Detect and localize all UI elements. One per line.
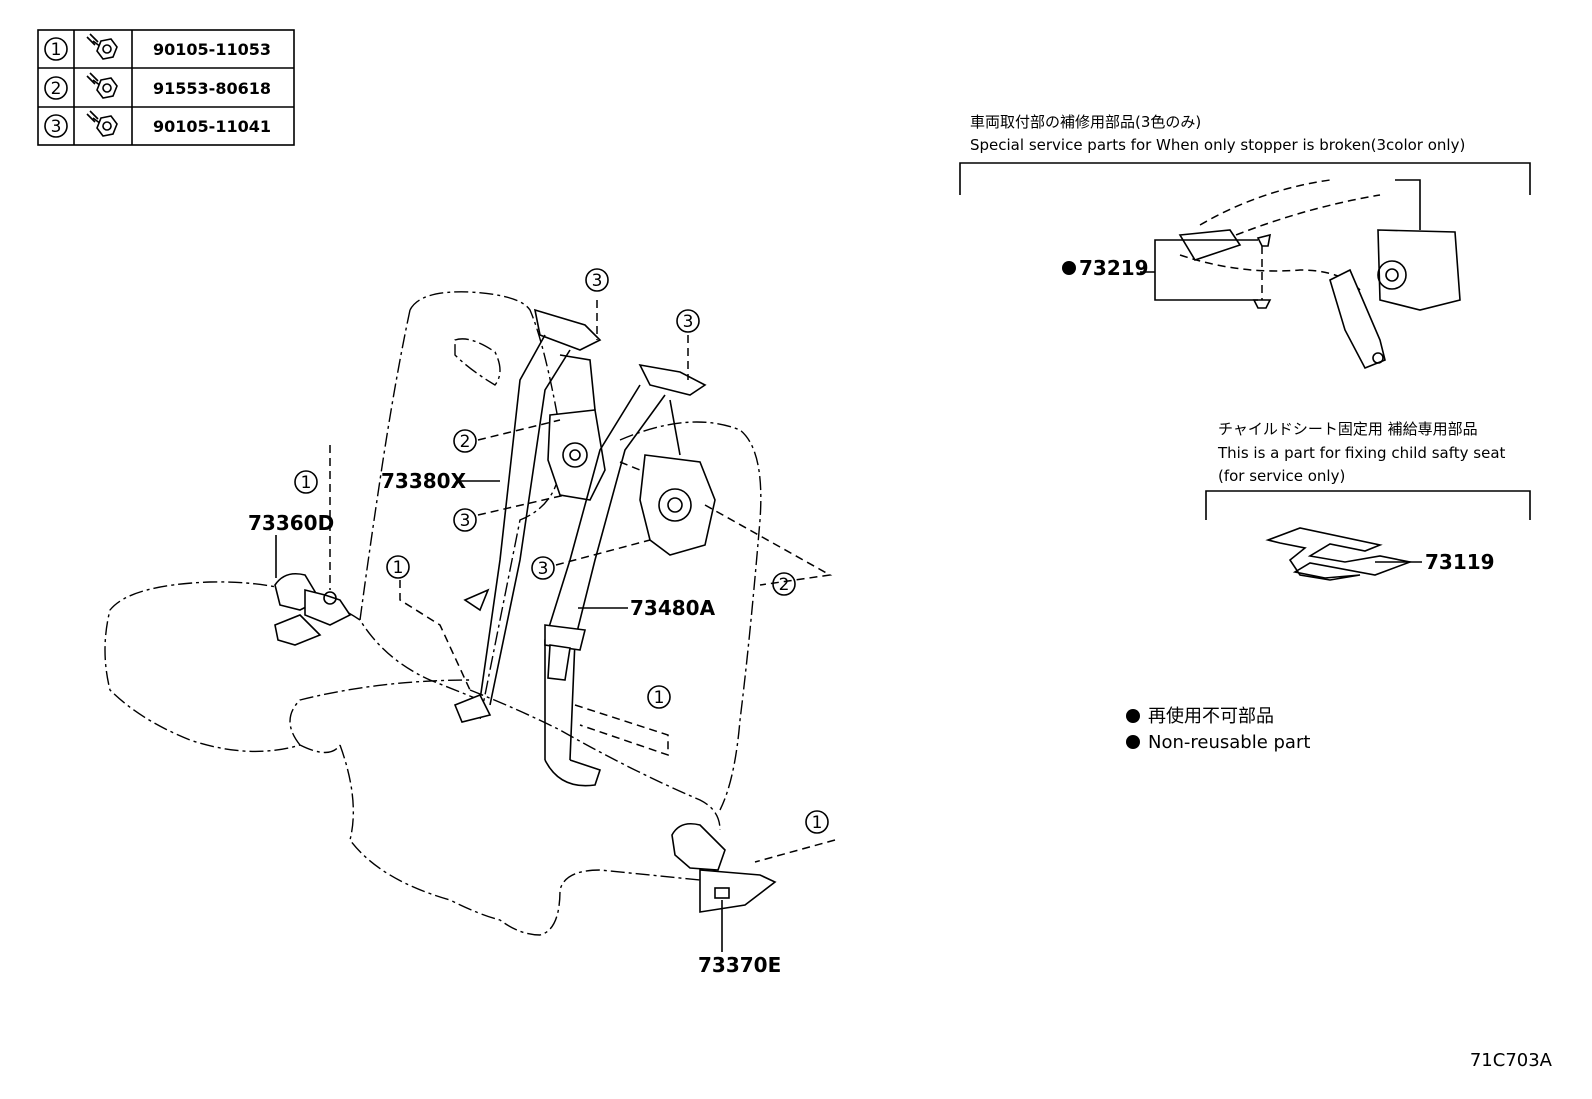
- part-label-73370e: 73370E: [698, 953, 781, 977]
- bolt-icon: [86, 33, 118, 60]
- callout-3: 3: [453, 508, 477, 532]
- part-labels: 73360D 73380X 73480A 73370E: [248, 469, 781, 977]
- inset-child-title-jp: チャイルドシート固定用 補給専用部品: [1218, 420, 1478, 438]
- bolt-icon: [86, 72, 118, 99]
- bolt-table: 1 90105-11053 2 91553-80618 3: [37, 29, 295, 146]
- inset-child-seat: チャイルドシート固定用 補給専用部品 This is a part for fi…: [1205, 420, 1531, 581]
- bolt-leaders: [329, 300, 836, 863]
- bolt-row-num: 3: [51, 117, 62, 137]
- callout-circle: [44, 76, 68, 100]
- callout-3: 3: [585, 268, 609, 292]
- svg-text:1: 1: [301, 473, 312, 493]
- buckle-73360d: [274, 572, 352, 646]
- bolt-row-num: 1: [51, 40, 62, 60]
- callout-1: 1: [386, 555, 410, 579]
- callout-2: 2: [772, 572, 796, 596]
- part-label-73219: 73219: [1079, 256, 1149, 280]
- part-label-73360d: 73360D: [248, 511, 334, 535]
- bullet-dot-icon: [1126, 709, 1140, 723]
- svg-text:3: 3: [592, 271, 603, 291]
- part-label-73380x: 73380X: [381, 469, 467, 493]
- svg-text:1: 1: [654, 688, 665, 708]
- legend: 再使用不可部品 Non-reusable part: [1126, 706, 1310, 753]
- svg-text:1: 1: [393, 558, 404, 578]
- bolt-part-number: 90105-11041: [153, 117, 271, 136]
- inset-stopper-title-en: Special service parts for When only stop…: [970, 136, 1465, 154]
- callout-2: 2: [453, 429, 477, 453]
- callouts: 1 1 1 1 2 2 3 3 3 3: [294, 268, 829, 834]
- retractor-73480a: [544, 363, 716, 787]
- bolt-row-3: 3 90105-11041: [44, 110, 271, 138]
- buckle-73370e: [671, 822, 777, 913]
- bolt-icon: [86, 110, 118, 137]
- bolt-row-1: 1 90105-11053: [44, 33, 271, 61]
- svg-text:2: 2: [779, 575, 790, 595]
- inset-child-title-en-2: (for service only): [1218, 467, 1345, 485]
- svg-text:3: 3: [538, 559, 549, 579]
- svg-text:2: 2: [460, 432, 471, 452]
- retractor-73380x: [453, 308, 606, 723]
- inset-stopper-title-jp: 車両取付部の補修用部品(3色のみ): [970, 113, 1201, 131]
- part-label-73480a: 73480A: [630, 596, 716, 620]
- svg-text:1: 1: [812, 813, 823, 833]
- callout-3: 3: [676, 309, 700, 333]
- legend-en: Non-reusable part: [1148, 732, 1310, 753]
- svg-text:3: 3: [460, 511, 471, 531]
- bullet-dot-icon: [1062, 261, 1076, 275]
- part-label-73119: 73119: [1425, 550, 1495, 574]
- inset-stopper: 車両取付部の補修用部品(3色のみ) Special service parts …: [959, 113, 1531, 370]
- callout-1: 1: [294, 470, 318, 494]
- callout-circle: [44, 37, 68, 61]
- bolt-part-number: 90105-11053: [153, 40, 271, 59]
- callout-3: 3: [531, 556, 555, 580]
- callout-circle: [44, 114, 68, 138]
- bolt-part-number: 91553-80618: [153, 79, 271, 98]
- bullet-dot-icon: [1126, 735, 1140, 749]
- diagram-code: 71C703A: [1470, 1050, 1553, 1071]
- bolt-row-2: 2 91553-80618: [44, 72, 271, 100]
- bolt-row-num: 2: [51, 79, 62, 99]
- svg-text:3: 3: [683, 312, 694, 332]
- callout-1: 1: [805, 810, 829, 834]
- legend-jp: 再使用不可部品: [1148, 706, 1274, 727]
- callout-1: 1: [647, 685, 671, 709]
- inset-child-title-en-1: This is a part for fixing child safty se…: [1217, 444, 1506, 462]
